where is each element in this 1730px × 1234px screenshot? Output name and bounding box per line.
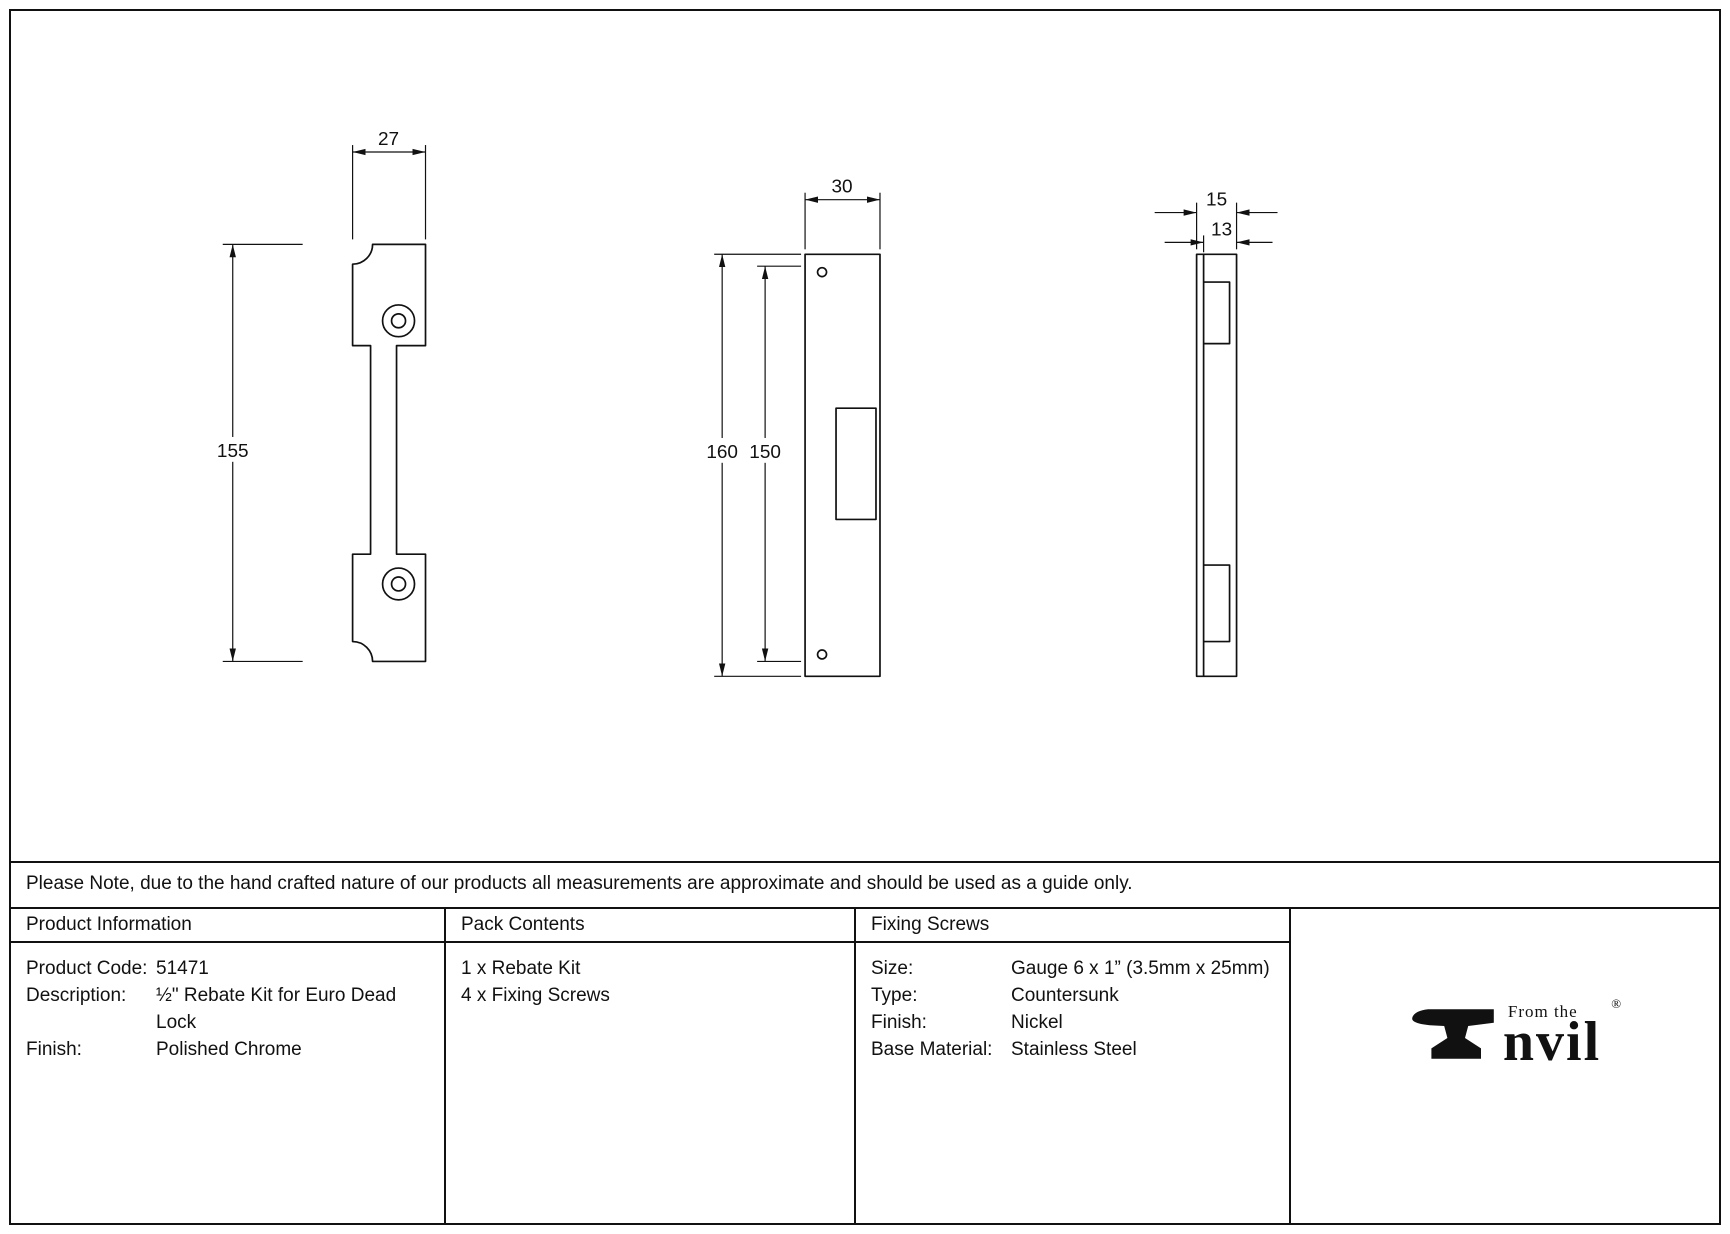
striker-side-view: 27 155 xyxy=(213,129,427,663)
plate-height-dim-label: 160 xyxy=(706,442,738,463)
width-dim-label: 27 xyxy=(378,129,399,150)
pack-item-rebate-kit: 1 x Rebate Kit xyxy=(461,958,581,979)
depth-dim-label: 15 xyxy=(1206,190,1227,211)
striker-outline xyxy=(351,243,427,663)
screw-size-label: Size: xyxy=(871,958,914,979)
screw-material-label: Base Material: xyxy=(871,1039,993,1060)
measurement-disclaimer-note: Please Note, due to the hand crafted nat… xyxy=(11,861,1719,907)
screw-finish-label: Finish: xyxy=(871,1012,927,1033)
face-plate-outline xyxy=(804,253,881,678)
description-row: Description: ½" Rebate Kit for Euro Dead… xyxy=(26,982,429,1036)
spec-table: Product Information Pack Contents Fixing… xyxy=(11,907,1719,1223)
side-profile-bottom-step xyxy=(1203,564,1231,643)
logo-tagline: From the xyxy=(1507,1002,1578,1022)
screw-size-value: Gauge 6 x 1” (3.5mm x 25mm) xyxy=(1011,958,1270,979)
striker-top-screw-hole xyxy=(381,304,416,338)
product-code-label: Product Code: xyxy=(26,958,148,979)
finish-row: Finish: Polished Chrome xyxy=(26,1036,429,1063)
pack-contents-header: Pack Contents xyxy=(446,909,856,943)
logo-text: From the nvil xyxy=(1502,1002,1602,1074)
side-profile-top-step xyxy=(1203,281,1231,345)
face-plate-side-view: 15 13 xyxy=(1154,190,1278,678)
screw-material-value: Stainless Steel xyxy=(1011,1039,1137,1060)
finish-label: Finish: xyxy=(26,1039,82,1060)
product-information-header: Product Information xyxy=(11,909,446,943)
anvil-icon xyxy=(1412,1009,1494,1059)
screw-material-row: Base Material: Stainless Steel xyxy=(871,1036,1274,1063)
screw-finish-row: Finish: Nickel xyxy=(871,1009,1274,1036)
pack-contents-body: 1 x Rebate Kit 4 x Fixing Screws xyxy=(446,943,856,1223)
side-profile-outline xyxy=(1195,253,1238,678)
product-code-row: Product Code: 51471 xyxy=(26,955,429,982)
inner-height-dim-label: 150 xyxy=(749,442,781,463)
striker-bottom-screw-hole xyxy=(381,567,416,601)
from-the-anvil-logo: From the nvil ® xyxy=(1409,996,1621,1074)
product-information-body: Product Code: 51471 Description: ½" Reba… xyxy=(11,943,446,1223)
plate-bottom-screw-hole xyxy=(816,649,828,660)
fixing-screws-body: Size: Gauge 6 x 1” (3.5mm x 25mm) Type: … xyxy=(856,943,1291,1223)
plate-top-screw-hole xyxy=(816,266,828,278)
screw-finish-value: Nickel xyxy=(1011,1012,1063,1033)
screw-type-value: Countersunk xyxy=(1011,985,1119,1006)
inner-height-label-bg xyxy=(746,437,785,463)
face-plate-front-view: 30 160 150 xyxy=(703,177,881,678)
plate-width-dim-label: 30 xyxy=(831,177,852,198)
striker-bottom-screw-hole-inner xyxy=(390,576,407,592)
height-dim-label: 155 xyxy=(217,441,249,462)
product-code-value: 51471 xyxy=(156,958,209,979)
registered-trademark-icon: ® xyxy=(1611,996,1622,1011)
fixing-screws-header: Fixing Screws xyxy=(856,909,1291,943)
technical-drawing-svg: 27 155 30 xyxy=(213,129,1278,678)
height-label-bg xyxy=(213,436,252,462)
description-label: Description: xyxy=(26,985,127,1006)
description-value: ½" Rebate Kit for Euro Dead Lock xyxy=(156,985,397,1033)
brand-logo-cell: From the nvil ® xyxy=(1291,909,1719,1223)
sheet-frame: 27 155 30 xyxy=(9,9,1721,1225)
pack-item-fixing-screws: 4 x Fixing Screws xyxy=(461,985,610,1006)
plate-depth-dim-label: 13 xyxy=(1211,219,1232,240)
screw-type-row: Type: Countersunk xyxy=(871,982,1274,1009)
finish-value: Polished Chrome xyxy=(156,1039,302,1060)
bolt-cutout xyxy=(835,407,877,521)
technical-drawings-area: 27 155 30 xyxy=(11,11,1719,861)
screw-size-row: Size: Gauge 6 x 1” (3.5mm x 25mm) xyxy=(871,955,1274,982)
plate-height-label-bg xyxy=(703,437,742,463)
logo-brand-suffix: nvil xyxy=(1502,1011,1602,1074)
striker-top-screw-hole-inner xyxy=(390,313,407,329)
screw-type-label: Type: xyxy=(871,985,918,1006)
